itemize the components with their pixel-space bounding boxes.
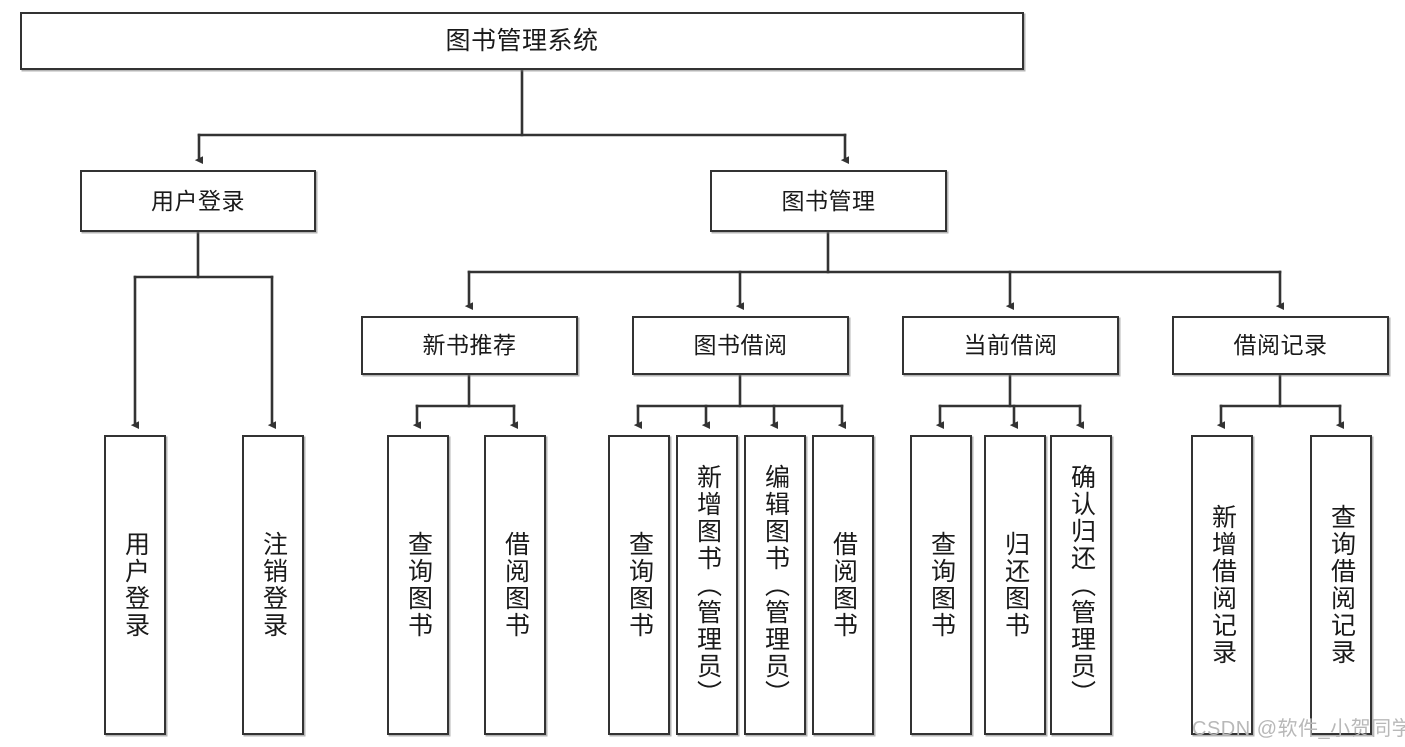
node-label-leaf-edit-book-admin: 编辑图书（管理员） (761, 463, 790, 707)
node-label-leaf-query-book-3: 查询图书 (927, 531, 956, 639)
node-label-leaf-query-borrow-record: 查询借阅记录 (1327, 504, 1356, 666)
node-label-leaf-user-login: 用户登录 (121, 531, 150, 639)
node-label-leaf-borrow-book-2: 借阅图书 (829, 531, 858, 639)
node-new-book-recommend[interactable]: 新书推荐 (361, 316, 578, 375)
node-label-book-borrow: 图书借阅 (693, 332, 788, 359)
csdn-watermark: CSDN @软件_小贺同学 (1192, 718, 1405, 740)
node-leaf-query-book-2[interactable]: 查询图书 (608, 435, 670, 735)
node-leaf-borrow-book-2[interactable]: 借阅图书 (812, 435, 874, 735)
node-book-borrow[interactable]: 图书借阅 (632, 316, 849, 375)
node-leaf-return-book[interactable]: 归还图书 (984, 435, 1046, 735)
node-leaf-add-borrow-record[interactable]: 新增借阅记录 (1191, 435, 1253, 735)
node-label-leaf-add-book-admin: 新增图书（管理员） (693, 463, 722, 707)
node-leaf-confirm-return-admin[interactable]: 确认归还（管理员） (1050, 435, 1112, 735)
node-book-manage[interactable]: 图书管理 (710, 170, 947, 232)
node-label-leaf-borrow-book-1: 借阅图书 (501, 531, 530, 639)
node-label-borrow-record: 借阅记录 (1233, 332, 1328, 359)
node-leaf-borrow-book-1[interactable]: 借阅图书 (484, 435, 546, 735)
node-label-leaf-logout-login: 注销登录 (259, 531, 288, 639)
node-borrow-record[interactable]: 借阅记录 (1172, 316, 1389, 375)
node-label-leaf-query-book-1: 查询图书 (404, 531, 433, 639)
node-label-leaf-add-borrow-record: 新增借阅记录 (1208, 504, 1237, 666)
node-label-root: 图书管理系统 (445, 26, 599, 55)
node-leaf-query-book-1[interactable]: 查询图书 (387, 435, 449, 735)
node-label-new-book-recommend: 新书推荐 (422, 332, 517, 359)
node-label-leaf-query-book-2: 查询图书 (625, 531, 654, 639)
node-leaf-query-book-3[interactable]: 查询图书 (910, 435, 972, 735)
node-label-book-manage: 图书管理 (781, 187, 876, 214)
node-leaf-edit-book-admin[interactable]: 编辑图书（管理员） (744, 435, 806, 735)
node-leaf-query-borrow-record[interactable]: 查询借阅记录 (1310, 435, 1372, 735)
node-label-leaf-confirm-return-admin: 确认归还（管理员） (1067, 463, 1096, 707)
node-label-leaf-return-book: 归还图书 (1001, 531, 1030, 639)
node-label-user-login: 用户登录 (151, 187, 245, 214)
node-leaf-add-book-admin[interactable]: 新增图书（管理员） (676, 435, 738, 735)
node-leaf-logout-login[interactable]: 注销登录 (242, 435, 304, 735)
node-user-login[interactable]: 用户登录 (80, 170, 316, 232)
node-leaf-user-login[interactable]: 用户登录 (104, 435, 166, 735)
node-root-system[interactable]: 图书管理系统 (20, 12, 1024, 70)
node-label-current-borrow: 当前借阅 (963, 332, 1058, 359)
node-current-borrow[interactable]: 当前借阅 (902, 316, 1119, 375)
